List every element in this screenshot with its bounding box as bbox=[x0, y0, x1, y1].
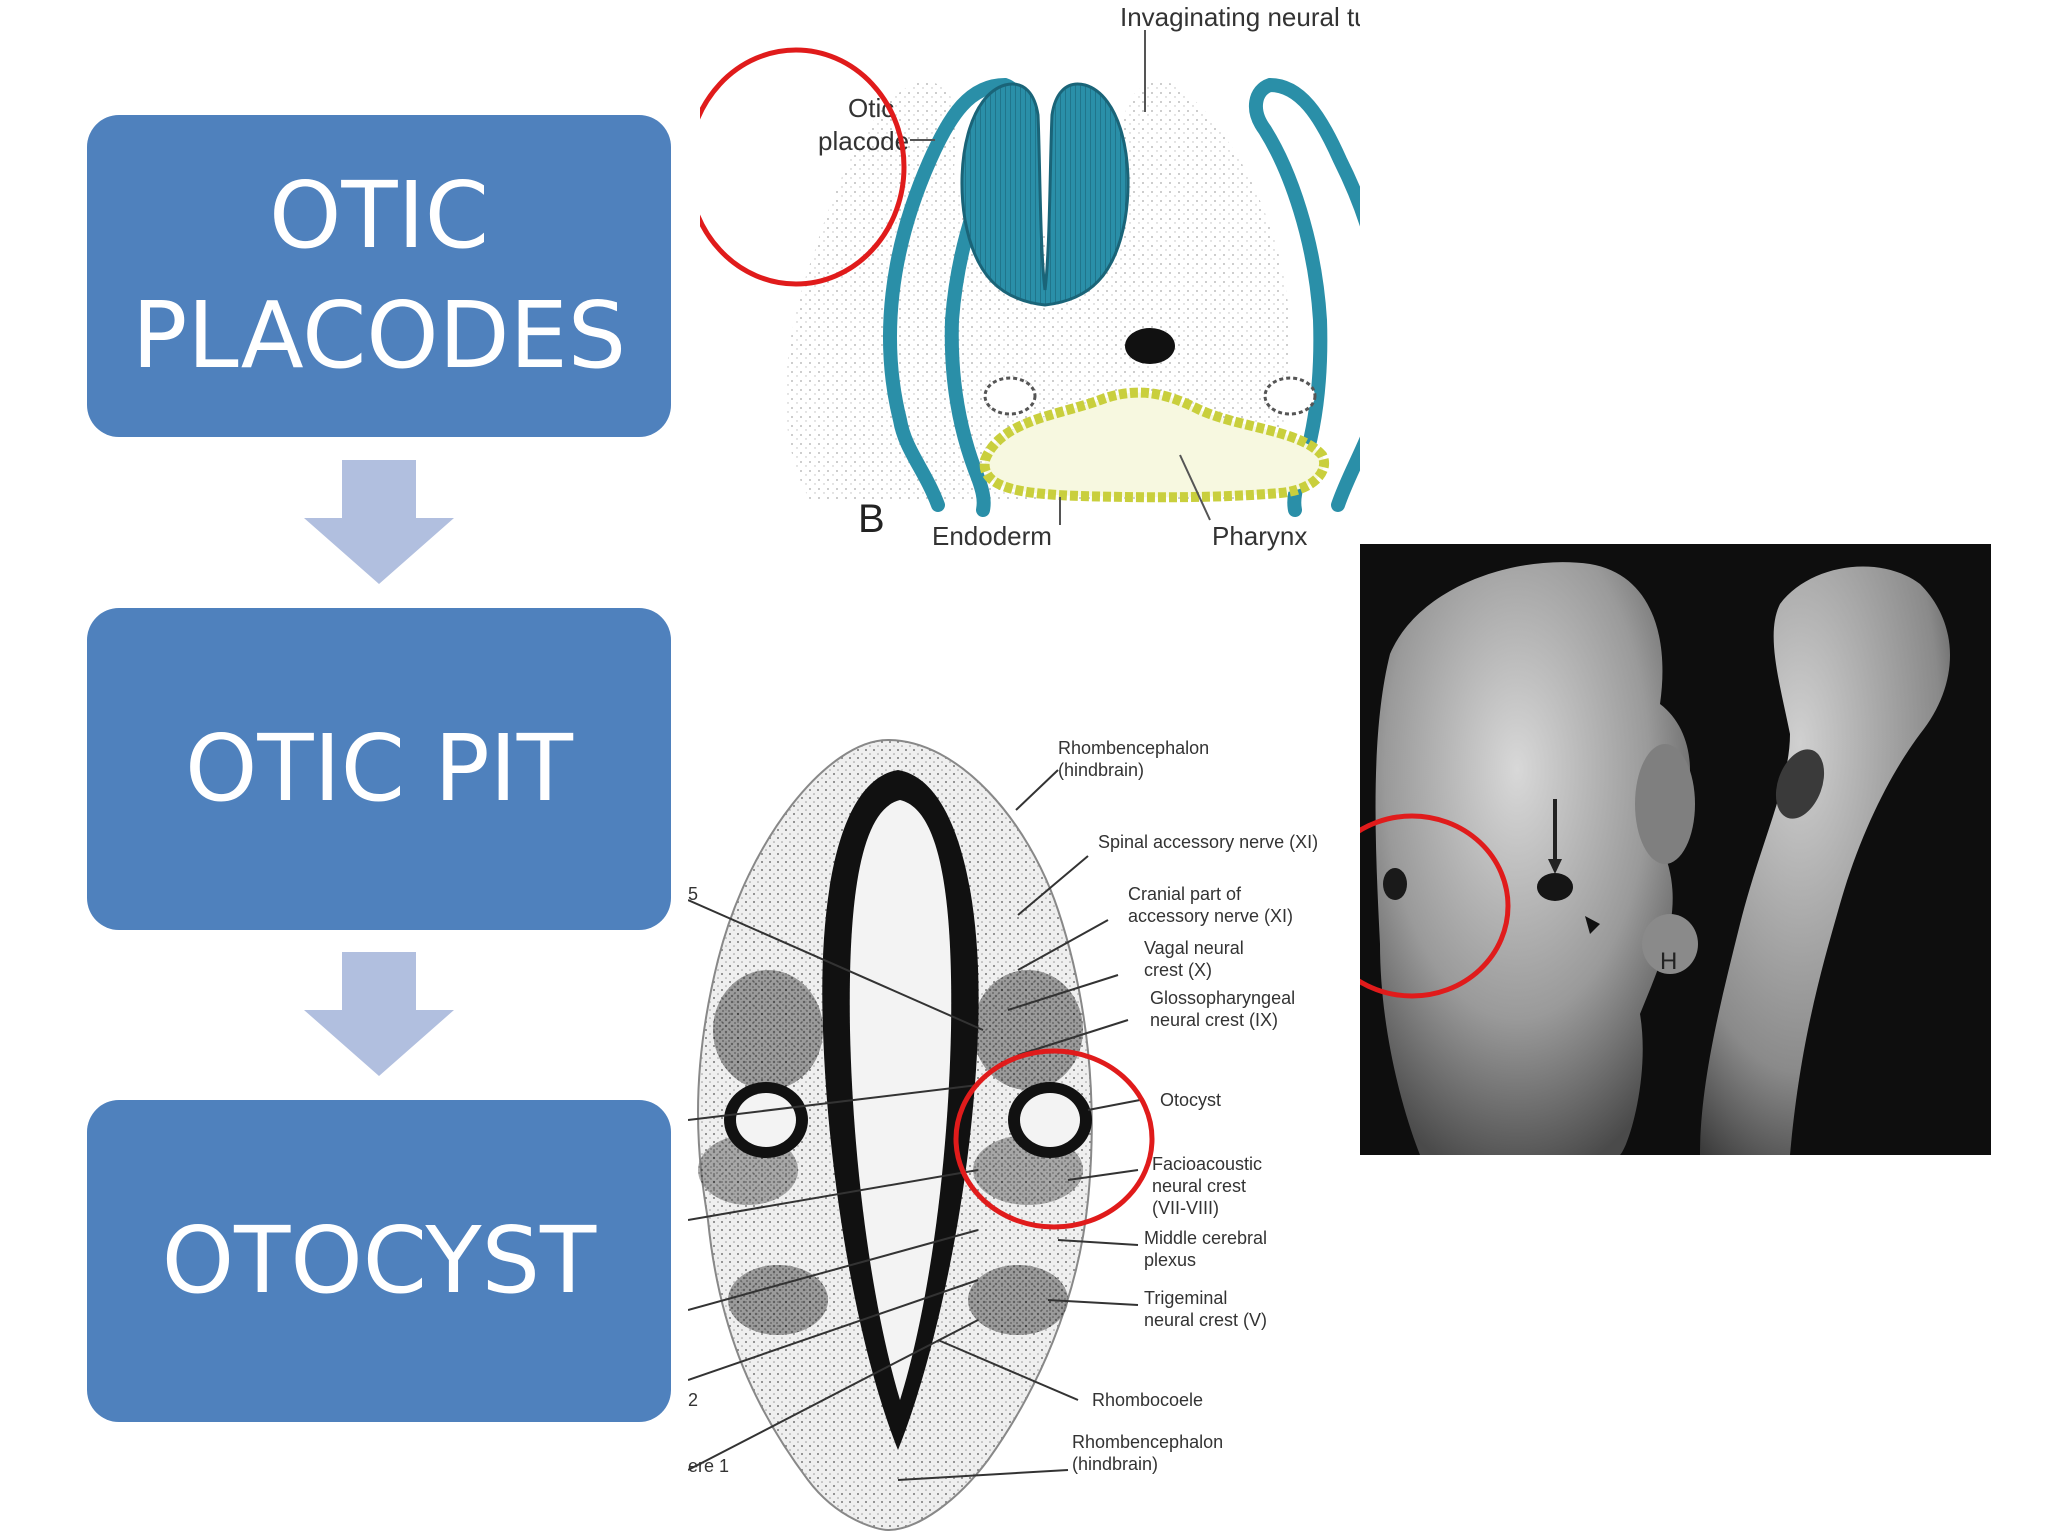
notochord bbox=[1125, 328, 1175, 364]
otic-pit bbox=[1537, 873, 1573, 901]
endoderm bbox=[979, 387, 1329, 503]
embryo-heart-tube bbox=[1700, 566, 1950, 1155]
neural-tube-label: Invaginating neural tube bbox=[1120, 2, 1360, 32]
down-arrow-icon bbox=[304, 952, 454, 1076]
embryo-sem-photo: H bbox=[1360, 544, 1991, 1155]
step-label: OTIC PIT bbox=[184, 715, 574, 822]
step-otic-pit-box: OTIC PIT bbox=[87, 608, 671, 930]
highlight-circle bbox=[700, 47, 907, 287]
section-label: Otocyst bbox=[1160, 1090, 1221, 1110]
pharynx-label: Pharynx bbox=[1212, 521, 1307, 551]
otocyst-left bbox=[736, 1093, 796, 1147]
cut-label: 5 bbox=[688, 884, 698, 904]
ectoderm-right bbox=[1249, 77, 1360, 517]
section-label: Rhombencephalon(hindbrain) bbox=[1058, 738, 1209, 780]
step-label: OTIC PLACODES bbox=[131, 162, 627, 389]
step-otic-placodes-box: OTIC PLACODES bbox=[87, 115, 671, 437]
rhombocoele bbox=[849, 800, 952, 1400]
step-label: OTOCYST bbox=[161, 1207, 597, 1314]
hindbrain-section-diagram: Rhombencephalon(hindbrain) Spinal access… bbox=[688, 738, 1318, 1532]
endoderm-label: Endoderm bbox=[932, 521, 1052, 551]
otic-placode-label-line2: placode bbox=[818, 126, 909, 156]
section-label: Rhombocoele bbox=[1092, 1390, 1203, 1410]
otocyst-right bbox=[1020, 1093, 1080, 1147]
embryo-head bbox=[1375, 562, 1690, 1155]
otic-placode-section-diagram: Invaginating neural tube Otic placode En… bbox=[700, 2, 1360, 551]
neural-tube bbox=[960, 82, 1130, 307]
cut-label: ere 1 bbox=[688, 1456, 729, 1476]
panel-letter: B bbox=[858, 497, 885, 541]
cut-label: 2 bbox=[688, 1390, 698, 1410]
marker-label: H bbox=[1660, 948, 1677, 975]
section-label: Rhombencephalon(hindbrain) bbox=[1072, 1432, 1223, 1474]
section-label: Spinal accessory nerve (XI) bbox=[1098, 832, 1318, 852]
down-arrow-icon bbox=[304, 460, 454, 584]
highlight-circle bbox=[1360, 813, 1511, 999]
highlight-circle bbox=[953, 1048, 1155, 1230]
step-otocyst-box: OTOCYST bbox=[87, 1100, 671, 1422]
